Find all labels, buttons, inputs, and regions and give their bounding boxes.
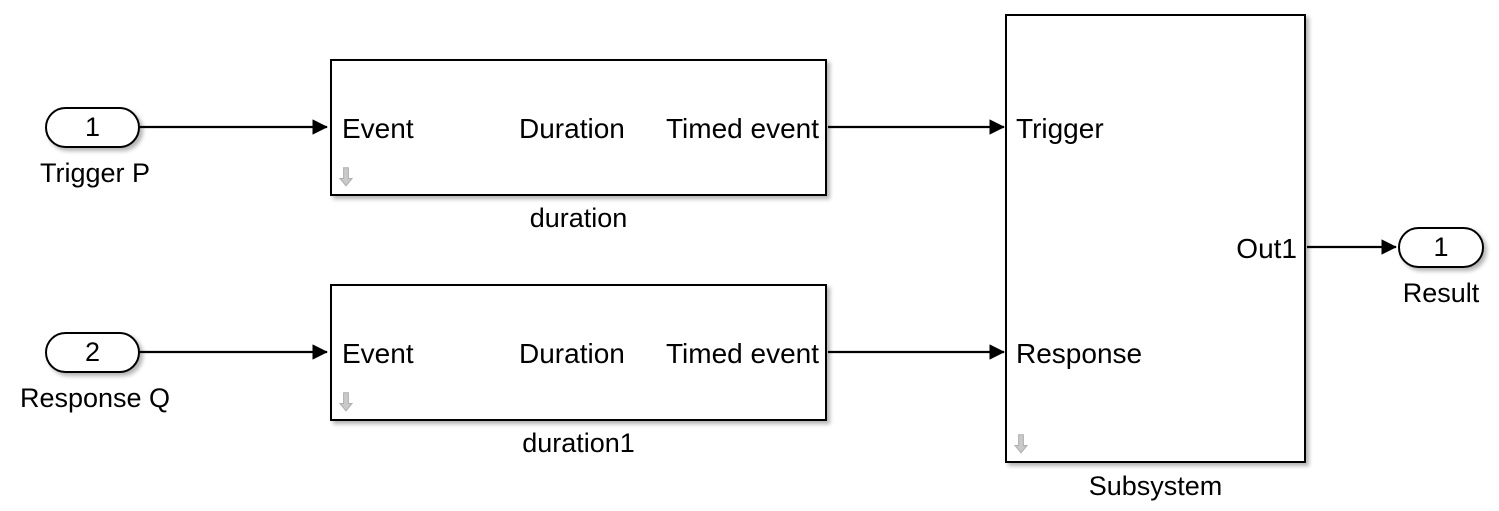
subsystem-response-port-label: Response — [1016, 338, 1143, 369]
inport-trigger-p-number: 1 — [84, 112, 101, 142]
duration-subsystem-down-arrow-icon — [339, 167, 353, 187]
subsystem-trigger-port-label: Trigger — [1016, 113, 1104, 144]
duration1-subsystem-down-arrow-icon — [339, 392, 353, 412]
inport-response-q[interactable]: 2 — [45, 332, 140, 373]
block-duration1-caption: duration1 — [522, 428, 635, 458]
subsystem-out1-port-label: Out1 — [1236, 233, 1297, 264]
duration1-output-port-label: Timed event — [665, 338, 819, 369]
duration-input-port-label: Event — [342, 113, 414, 144]
outport-result[interactable]: 1 — [1398, 227, 1484, 268]
block-duration-caption: duration — [529, 203, 628, 233]
duration1-mid-label: Duration — [519, 338, 625, 369]
subsystem-down-arrow-icon — [1014, 434, 1028, 454]
inport-response-q-number: 2 — [84, 337, 101, 367]
block-subsystem[interactable]: Trigger Response Out1 — [1005, 14, 1306, 463]
duration-output-port-label: Timed event — [665, 113, 819, 144]
outport-result-number: 1 — [1433, 232, 1449, 262]
inport-trigger-p-caption: Trigger P — [39, 158, 151, 188]
block-subsystem-caption: Subsystem — [1088, 471, 1223, 501]
inport-response-q-caption: Response Q — [19, 383, 171, 413]
block-duration[interactable]: Event Duration Timed event — [330, 59, 827, 196]
outport-result-caption: Result — [1402, 278, 1480, 308]
inport-trigger-p[interactable]: 1 — [45, 107, 140, 148]
block-duration1[interactable]: Event Duration Timed event — [330, 284, 827, 421]
duration1-input-port-label: Event — [342, 338, 414, 369]
duration-mid-label: Duration — [519, 113, 625, 144]
